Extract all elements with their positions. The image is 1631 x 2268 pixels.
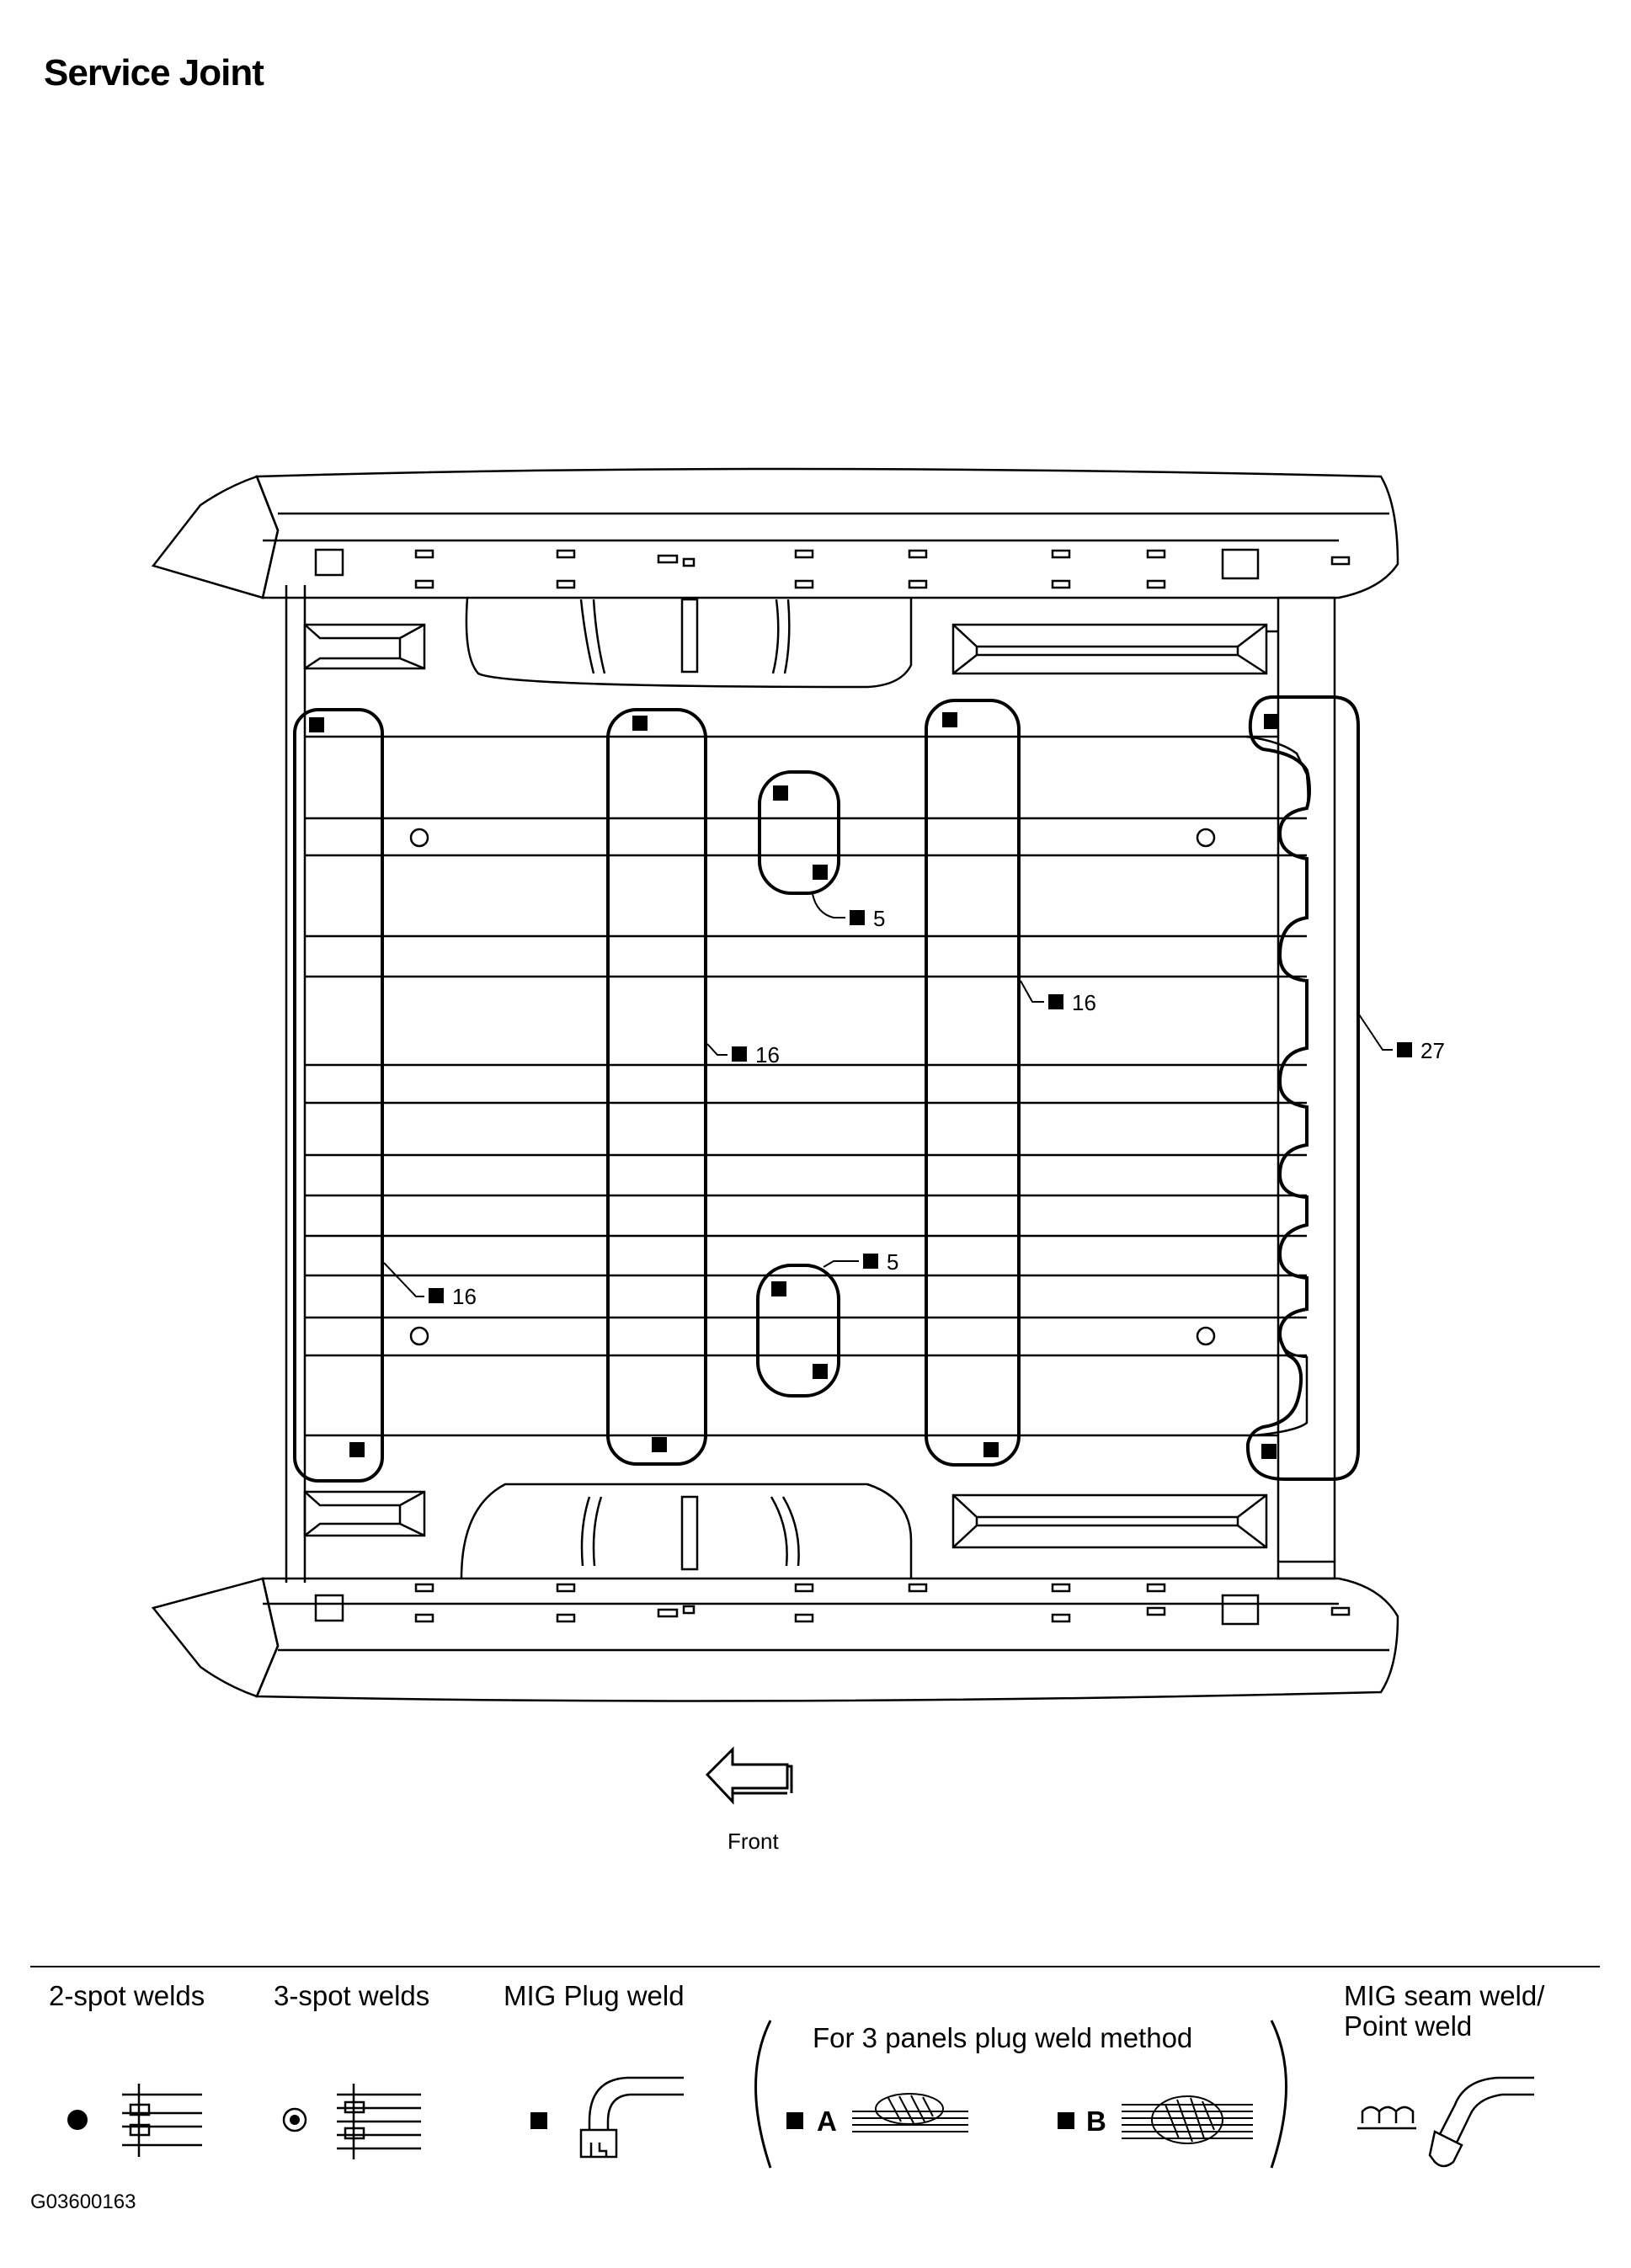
bottom-rail	[151, 1560, 1399, 1702]
weld-zone-upper-small	[758, 770, 840, 895]
plug-weld-markers	[309, 712, 1279, 1459]
front-label: Front	[728, 1829, 779, 1854]
callout-lower-small: 5	[887, 1249, 898, 1275]
legend-three-panel-label: For 3 panels plug weld method	[813, 2022, 1192, 2053]
seam-weld-icon	[1357, 2106, 1416, 2130]
top-braces	[303, 623, 1278, 675]
legend-three-spot-label: 3-spot welds	[274, 1980, 429, 2011]
method-b-square-icon	[1058, 2112, 1074, 2129]
bottom-braces	[303, 1490, 1268, 1549]
floor-panel	[305, 735, 1309, 1437]
weld-zone-left-strip	[293, 708, 384, 1483]
mig-plug-square-icon	[530, 2112, 547, 2129]
legend-seam-label-1: MIG seam weld/	[1344, 1980, 1545, 2011]
weld-zone-right-strip	[925, 699, 1021, 1467]
top-rail	[151, 467, 1399, 599]
front-arrow-icon	[705, 1746, 793, 1805]
weld-zone-mid-strip	[606, 708, 707, 1466]
weld-zone-lower-small	[756, 1264, 840, 1398]
bracket-left	[754, 2020, 772, 2169]
figure-id: G03600163	[30, 2191, 136, 2213]
method-a-weld-icon	[852, 2093, 968, 2132]
method-b-label: B	[1086, 2106, 1106, 2137]
bottom-rail-slots	[414, 1583, 1351, 1623]
method-b-weld-icon	[1122, 2095, 1253, 2144]
method-a-square-icon	[786, 2112, 803, 2129]
mig-plug-torch-icon	[579, 2076, 684, 2159]
three-spot-weld-icon	[337, 2084, 421, 2159]
three-spot-ring-icon	[282, 2107, 307, 2132]
weld-zone-right-edge	[1245, 695, 1360, 1481]
bottom-well	[460, 1483, 913, 1579]
legend-mig-plug-label: MIG Plug weld	[504, 1980, 685, 2011]
callout-right-edge: 27	[1420, 1038, 1445, 1063]
legend-two-spot-label: 2-spot welds	[49, 1980, 205, 2011]
top-well	[465, 597, 913, 689]
callout-mid-strip: 16	[755, 1042, 780, 1067]
legend: 2-spot welds 3-spot welds MIG Plug weld …	[49, 1980, 1545, 2169]
top-rail-slots	[414, 549, 1351, 589]
legend-seam-label-2: Point weld	[1344, 2010, 1472, 2042]
bracket-right	[1270, 2020, 1287, 2169]
two-spot-dot-icon	[67, 2110, 88, 2130]
callout-right-strip: 16	[1072, 990, 1096, 1015]
callout-upper-small: 5	[873, 906, 885, 931]
seam-torch-icon	[1428, 2076, 1534, 2168]
callout-left-strip: 16	[452, 1284, 477, 1309]
two-spot-weld-icon	[122, 2084, 202, 2157]
method-a-label: A	[817, 2106, 837, 2137]
page-title: Service Joint	[44, 52, 264, 93]
